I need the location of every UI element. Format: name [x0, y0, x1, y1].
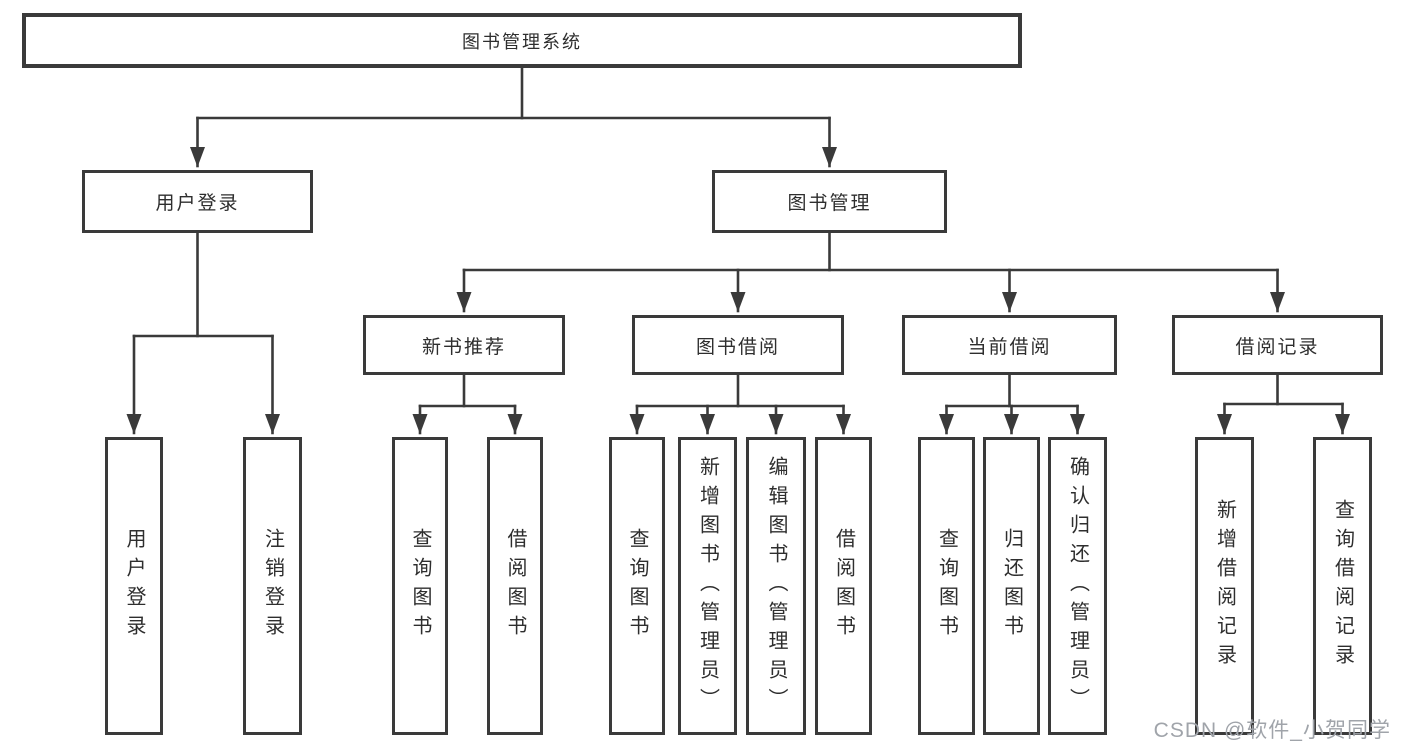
leaf-bb-query-books: 查询图书 — [609, 437, 665, 735]
leaf-br-query-borrow-record-label: 查询借阅记录 — [1331, 499, 1354, 673]
leaf-nb-borrow-books-label: 借阅图书 — [504, 528, 526, 644]
leaf-cb-query-books: 查询图书 — [918, 437, 975, 735]
node-book-management-label: 图书管理 — [787, 193, 872, 214]
node-book-borrow: 图书借阅 — [632, 315, 844, 375]
node-current-borrow-label: 当前借阅 — [967, 336, 1052, 358]
csdn-watermark: CSDN @软件_小贺同学 — [1153, 719, 1391, 742]
node-book-borrow-label: 图书借阅 — [695, 336, 780, 358]
leaf-bb-edit-books-admin-label: 编辑图书（管理员） — [765, 455, 787, 717]
node-borrow-records-label: 借阅记录 — [1235, 336, 1320, 358]
node-borrow-records: 借阅记录 — [1172, 315, 1383, 375]
leaf-cb-return-books: 归还图书 — [983, 437, 1040, 735]
node-new-book-recommend-label: 新书推荐 — [421, 336, 506, 358]
leaf-user-login: 用户登录 — [105, 437, 163, 735]
leaf-nb-borrow-books: 借阅图书 — [487, 437, 543, 735]
leaf-br-query-borrow-record: 查询借阅记录 — [1313, 437, 1372, 735]
leaf-bb-borrow-books: 借阅图书 — [815, 437, 872, 735]
leaf-nb-query-books: 查询图书 — [392, 437, 448, 735]
leaf-bb-query-books-label: 查询图书 — [626, 528, 648, 644]
leaf-bb-borrow-books-label: 借阅图书 — [832, 528, 855, 644]
node-user-login-branch-label: 用户登录 — [155, 193, 240, 214]
node-root: 图书管理系统 — [22, 13, 1022, 68]
leaf-cb-confirm-return-admin-label: 确认归还（管理员） — [1066, 455, 1089, 717]
leaf-user-login-label: 用户登录 — [123, 528, 145, 644]
leaf-logout: 注销登录 — [243, 437, 302, 735]
leaf-cb-confirm-return-admin: 确认归还（管理员） — [1048, 437, 1107, 735]
node-user-login-branch: 用户登录 — [82, 170, 313, 233]
node-root-label: 图书管理系统 — [462, 31, 582, 52]
leaf-cb-return-books-label: 归还图书 — [1000, 528, 1023, 644]
leaf-nb-query-books-label: 查询图书 — [409, 528, 431, 644]
node-new-book-recommend: 新书推荐 — [363, 315, 565, 375]
leaf-bb-add-books-admin: 新增图书（管理员） — [678, 437, 737, 735]
leaf-bb-edit-books-admin: 编辑图书（管理员） — [746, 437, 806, 735]
leaf-br-add-borrow-record: 新增借阅记录 — [1195, 437, 1254, 735]
leaf-cb-query-books-label: 查询图书 — [935, 528, 958, 644]
leaf-logout-label: 注销登录 — [261, 528, 284, 644]
node-book-management: 图书管理 — [712, 170, 947, 233]
leaf-bb-add-books-admin-label: 新增图书（管理员） — [696, 455, 719, 717]
node-current-borrow: 当前借阅 — [902, 315, 1117, 375]
leaf-br-add-borrow-record-label: 新增借阅记录 — [1213, 499, 1236, 673]
